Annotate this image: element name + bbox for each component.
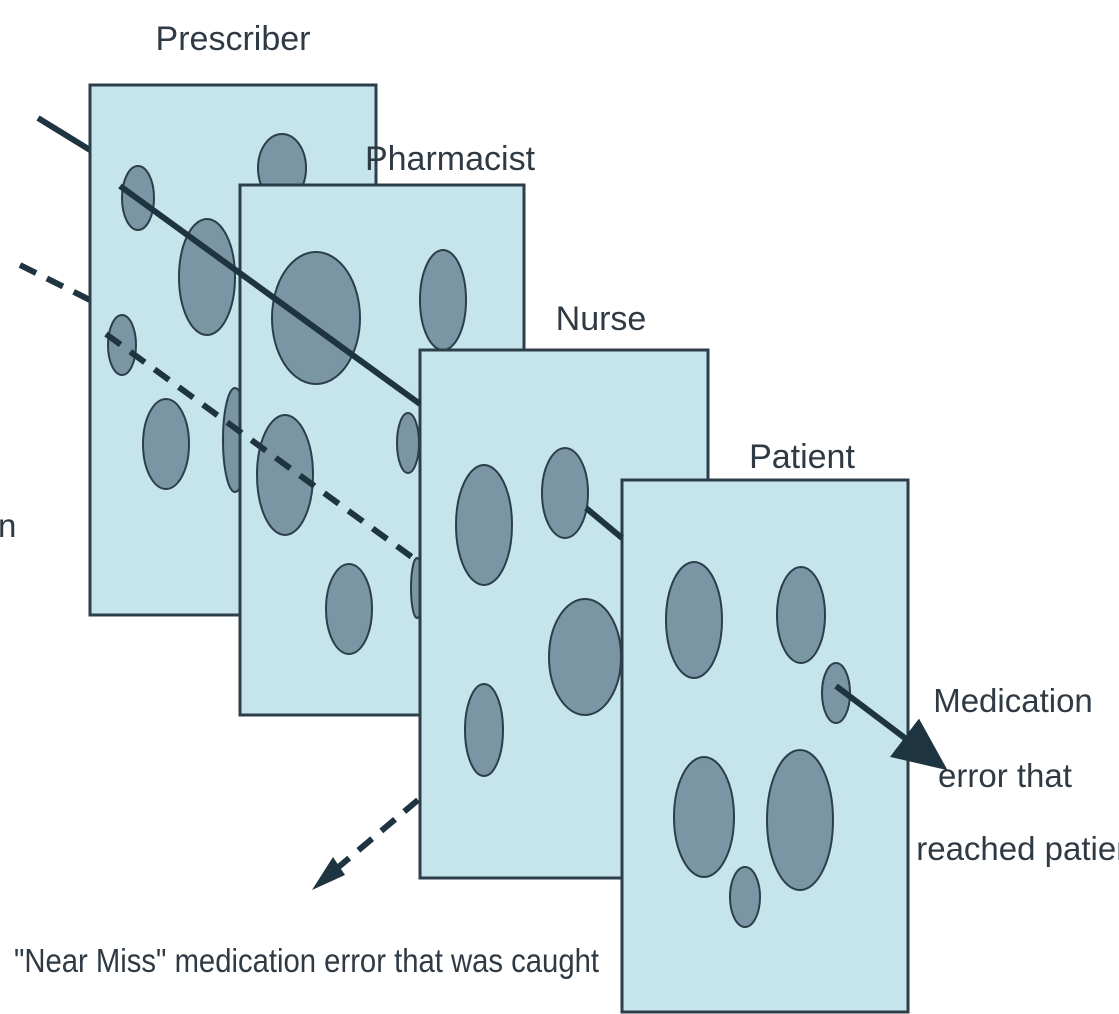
hole-prescriber-5 [143,399,189,489]
hole-pharmacist-1 [272,252,360,384]
outcome-reached-patient-line-1: Medication [933,682,1093,719]
layer-label-pharmacist: Pharmacist [365,140,536,178]
hole-nurse-3 [549,599,621,715]
layer-panel-patient [622,480,908,1012]
hole-nurse-2 [542,448,588,538]
dashed-error-line-entry [20,265,90,300]
hole-patient-1 [666,562,722,678]
solid-error-line-entry [38,118,90,150]
hole-nurse-1 [456,465,512,585]
outcome-reached-patient-line-3: reached patient [916,830,1119,867]
clipped-left-text-fragment: n [0,507,16,544]
hole-prescriber-4 [108,315,136,375]
hole-pharmacist-5 [397,413,419,473]
hole-patient-5 [767,750,833,890]
hole-pharmacist-2 [420,250,466,350]
layer-label-prescriber: Prescriber [156,20,311,58]
layer-patient [622,480,908,1012]
layer-label-patient: Patient [749,438,855,476]
outcome-near-miss: "Near Miss" medication error that was ca… [14,942,599,979]
hole-pharmacist-4 [326,564,372,654]
outcome-reached-patient-line-2: error that [938,757,1072,794]
error-trajectory-lines [20,118,90,300]
hole-patient-4 [674,757,734,877]
hole-patient-2 [777,567,825,663]
dashed-near-miss-line [335,800,418,870]
hole-patient-6 [730,867,760,927]
defense-layers [90,85,908,1012]
hole-nurse-4 [465,684,503,776]
hole-pharmacist-3 [257,415,313,535]
layer-label-nurse: Nurse [556,300,647,338]
